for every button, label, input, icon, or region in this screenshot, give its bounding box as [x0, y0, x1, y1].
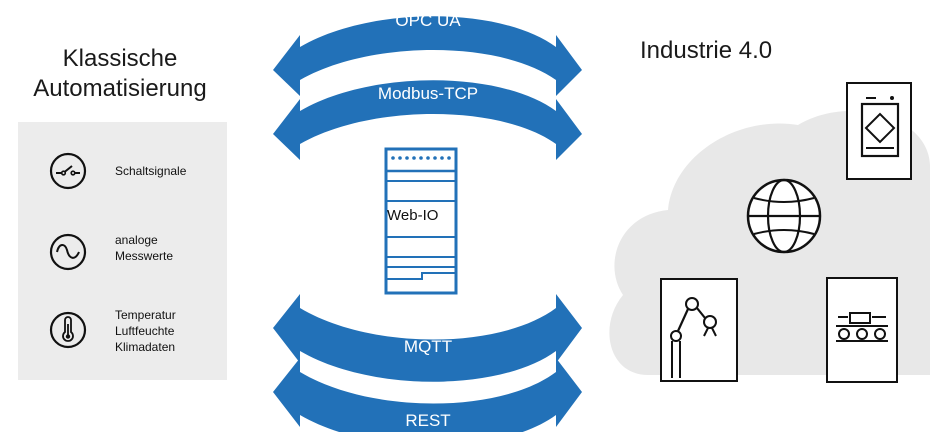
item-text-line: Luftfeuchte	[115, 324, 175, 338]
label-opcua: OPC UA	[395, 11, 461, 30]
arrow-opcua	[273, 16, 582, 96]
left-title-line2: Automatisierung	[33, 75, 207, 102]
device-label: Web-IO	[387, 207, 439, 224]
arrow-mqtt	[273, 294, 582, 382]
conveyor-icon	[826, 277, 898, 383]
right-title: Industrie 4.0	[640, 37, 773, 64]
globe-icon	[746, 178, 822, 254]
label-modbus: Modbus-TCP	[377, 84, 479, 103]
left-title: Klassische Automatisierung	[0, 44, 240, 104]
sine-wave-icon	[49, 233, 87, 271]
switch-icon	[49, 152, 87, 190]
item-text-line: Klimadaten	[115, 340, 176, 354]
left-title-line1: Klassische	[62, 45, 178, 72]
item-text-line: analoge	[115, 233, 158, 247]
arrow-modbus	[273, 80, 582, 160]
item-text-klima: Temperatur Luftfeuchte Klimadaten	[115, 307, 176, 355]
thermometer-icon	[49, 311, 87, 349]
label-rest: REST	[405, 411, 451, 430]
item-text-line: Messwerte	[115, 249, 174, 263]
web-io-device-icon	[384, 147, 458, 295]
robot-arm-icon	[660, 278, 738, 382]
classic-automation-panel: Schaltsignale analoge Messwerte Temperat…	[18, 122, 227, 380]
machine-panel-icon	[846, 82, 912, 180]
item-text-line: Temperatur	[115, 308, 176, 322]
label-mqtt: MQTT	[403, 337, 453, 356]
arrow-rest	[273, 358, 582, 432]
item-text-schaltsignale: Schaltsignale	[115, 164, 187, 178]
item-text-messwerte: analoge Messwerte	[115, 232, 173, 264]
